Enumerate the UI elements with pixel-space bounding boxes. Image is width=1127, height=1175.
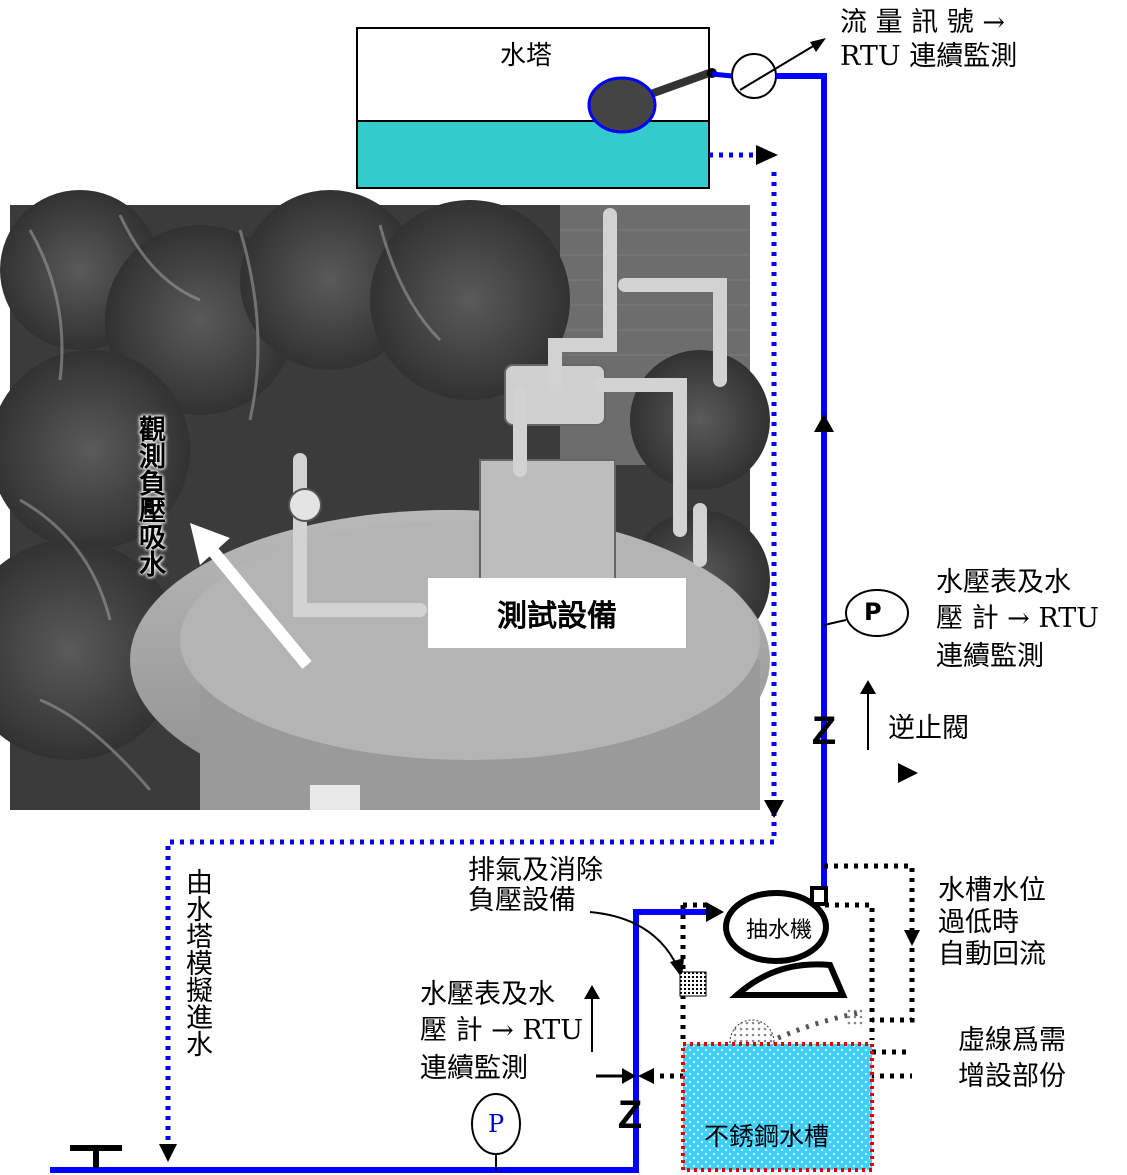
tap-valve	[70, 1145, 122, 1168]
bottom-check-valve: Z	[584, 985, 654, 1137]
check-valve-label: 逆止閥	[888, 713, 969, 744]
return-arrow-down	[904, 930, 920, 946]
exhaust-device	[589, 911, 866, 1028]
suction-arrow-right	[706, 902, 724, 922]
photo-side-label: 觀測負壓吸水	[134, 415, 165, 577]
svg-text:Z: Z	[618, 1093, 642, 1137]
dashed-note-line1: 虛線爲需	[958, 1025, 1066, 1056]
photo-caption: 測試設備	[428, 578, 686, 648]
riser-up-arrow	[814, 414, 834, 432]
exhaust-line2: 負壓設備	[468, 885, 576, 916]
suction-pointer-arrow	[190, 523, 312, 669]
check-valve-symbol: Z	[812, 680, 918, 783]
exhaust-line1: 排氣及消除	[468, 855, 603, 886]
flow-signal-line2: RTU 連續監測	[840, 41, 1018, 72]
pump-label: 抽水機	[746, 918, 813, 943]
pump-suction-pipe	[50, 909, 712, 1173]
tank-label: 不銹鋼水槽	[704, 1122, 830, 1151]
low-level-line2: 過低時	[938, 907, 1019, 938]
pressure-gauge-top	[823, 589, 909, 637]
pressure-gauge-bottom	[471, 1093, 521, 1170]
photo-test-equipment	[0, 190, 770, 810]
gauge-top-line1: 水壓表及水	[936, 567, 1071, 598]
inflow-label: 由水塔模擬進水	[181, 868, 212, 1057]
flow-signal-line1: 流 量 訊 號 →	[840, 7, 1005, 38]
gauge-bottom-symbol: P	[488, 1110, 505, 1138]
gauge-bottom-line3: 連續監測	[420, 1053, 528, 1084]
gauge-top-line2: 壓 計 → RTU	[936, 603, 1099, 634]
inflow-arrow-down	[159, 1144, 177, 1162]
stainless-tank	[681, 1042, 874, 1172]
tower-label: 水塔	[500, 41, 553, 71]
gauge-top-line3: 連續監測	[936, 641, 1044, 672]
dotted-arrow-down	[764, 800, 784, 818]
float-valve	[587, 68, 714, 134]
gauge-bottom-line2: 壓 計 → RTU	[420, 1015, 583, 1046]
gauge-top-symbol: P	[864, 598, 882, 626]
low-level-line3: 自動回流	[938, 939, 1046, 970]
flow-meter	[707, 38, 826, 99]
gauge-bottom-line1: 水壓表及水	[420, 979, 555, 1010]
svg-text:Z: Z	[812, 709, 836, 753]
pump-body	[723, 886, 848, 998]
dashed-note-line2: 增設部份	[958, 1061, 1066, 1092]
dotted-arrow-right	[756, 145, 778, 165]
main-riser-pipe	[776, 73, 827, 895]
low-level-line1: 水槽水位	[938, 875, 1046, 906]
